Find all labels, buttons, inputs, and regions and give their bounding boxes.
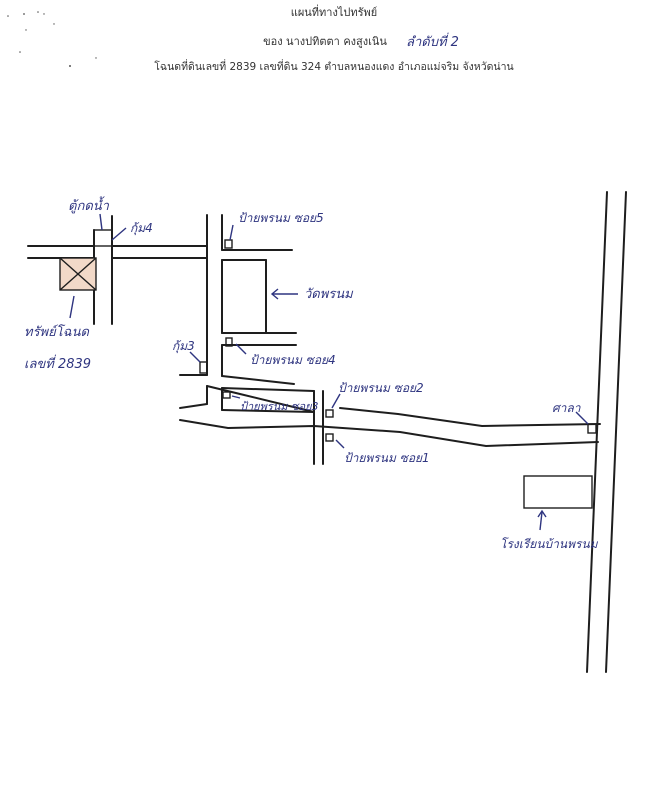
sign-soi3-arrow	[231, 395, 241, 399]
upper-cross-road	[27, 245, 293, 259]
label-property-line2: เลขที่ 2839	[24, 354, 91, 372]
scan-specks	[7, 11, 97, 67]
label-water-meter: ตู้กดน้ำ	[68, 196, 110, 214]
pavilion-arrow	[575, 411, 589, 425]
soi3-road	[179, 374, 315, 413]
middle-vertical-road	[206, 214, 223, 411]
sign-soi2-arrow	[331, 393, 341, 409]
label-hut4: กุ้ม4	[130, 221, 153, 236]
map-title: แผนที่ทางไปทรัพย์	[291, 4, 377, 19]
sign-soi2-marker	[325, 409, 334, 418]
sign-soi3-marker	[222, 391, 231, 399]
hut3-marker	[199, 361, 208, 374]
sign-soi1-marker	[325, 433, 334, 442]
temple-arrowhead	[270, 288, 279, 300]
label-temple: วัดพรนม	[304, 287, 354, 302]
main-road	[586, 191, 627, 673]
sign-soi5-arrow	[229, 224, 234, 241]
label-sign-soi4: ป้ายพรนม ซอย4	[250, 353, 336, 367]
property-arrow	[69, 295, 75, 319]
hut4-arrow	[111, 227, 127, 241]
label-sign-soi2: ป้ายพรนม ซอย2	[338, 381, 424, 395]
deed-info: โฉนดที่ดินเลขที่ 2839 เลขที่ดิน 324 ตำบล…	[154, 59, 513, 73]
temple-block	[221, 259, 297, 346]
label-hut3: กุ้ม3	[172, 339, 195, 354]
hut3-arrow	[189, 351, 201, 363]
label-sign-soi3: ป้ายพรนม ซอย3	[240, 400, 319, 413]
label-property-line1: ทรัพย์โฉนด	[24, 324, 89, 340]
pavilion-marker	[587, 423, 597, 434]
water-meter-arrow	[99, 213, 103, 231]
label-pavilion: ศาลา	[552, 401, 582, 415]
owner-name: ของ นางปทิตตา คงสูงเนิน	[263, 35, 387, 48]
sign-soi4-arrow	[235, 343, 247, 355]
school-arrow	[539, 511, 543, 531]
sign-soi1-arrow	[335, 439, 345, 449]
item-number: ลำดับที่ 2	[406, 32, 459, 50]
lower-road	[179, 385, 601, 465]
label-sign-soi5: ป้ายพรนม ซอย5	[238, 211, 324, 225]
label-school: โรงเรียนบ้านพรนม	[500, 537, 599, 551]
property-parcel	[59, 257, 97, 291]
school-arrowhead	[537, 509, 547, 518]
school-building	[523, 475, 593, 509]
water-meter-box	[93, 229, 113, 247]
label-sign-soi1: ป้ายพรนม ซอย1	[344, 451, 430, 465]
sign-soi5-marker	[224, 239, 233, 249]
sign-soi4-marker	[225, 337, 233, 347]
